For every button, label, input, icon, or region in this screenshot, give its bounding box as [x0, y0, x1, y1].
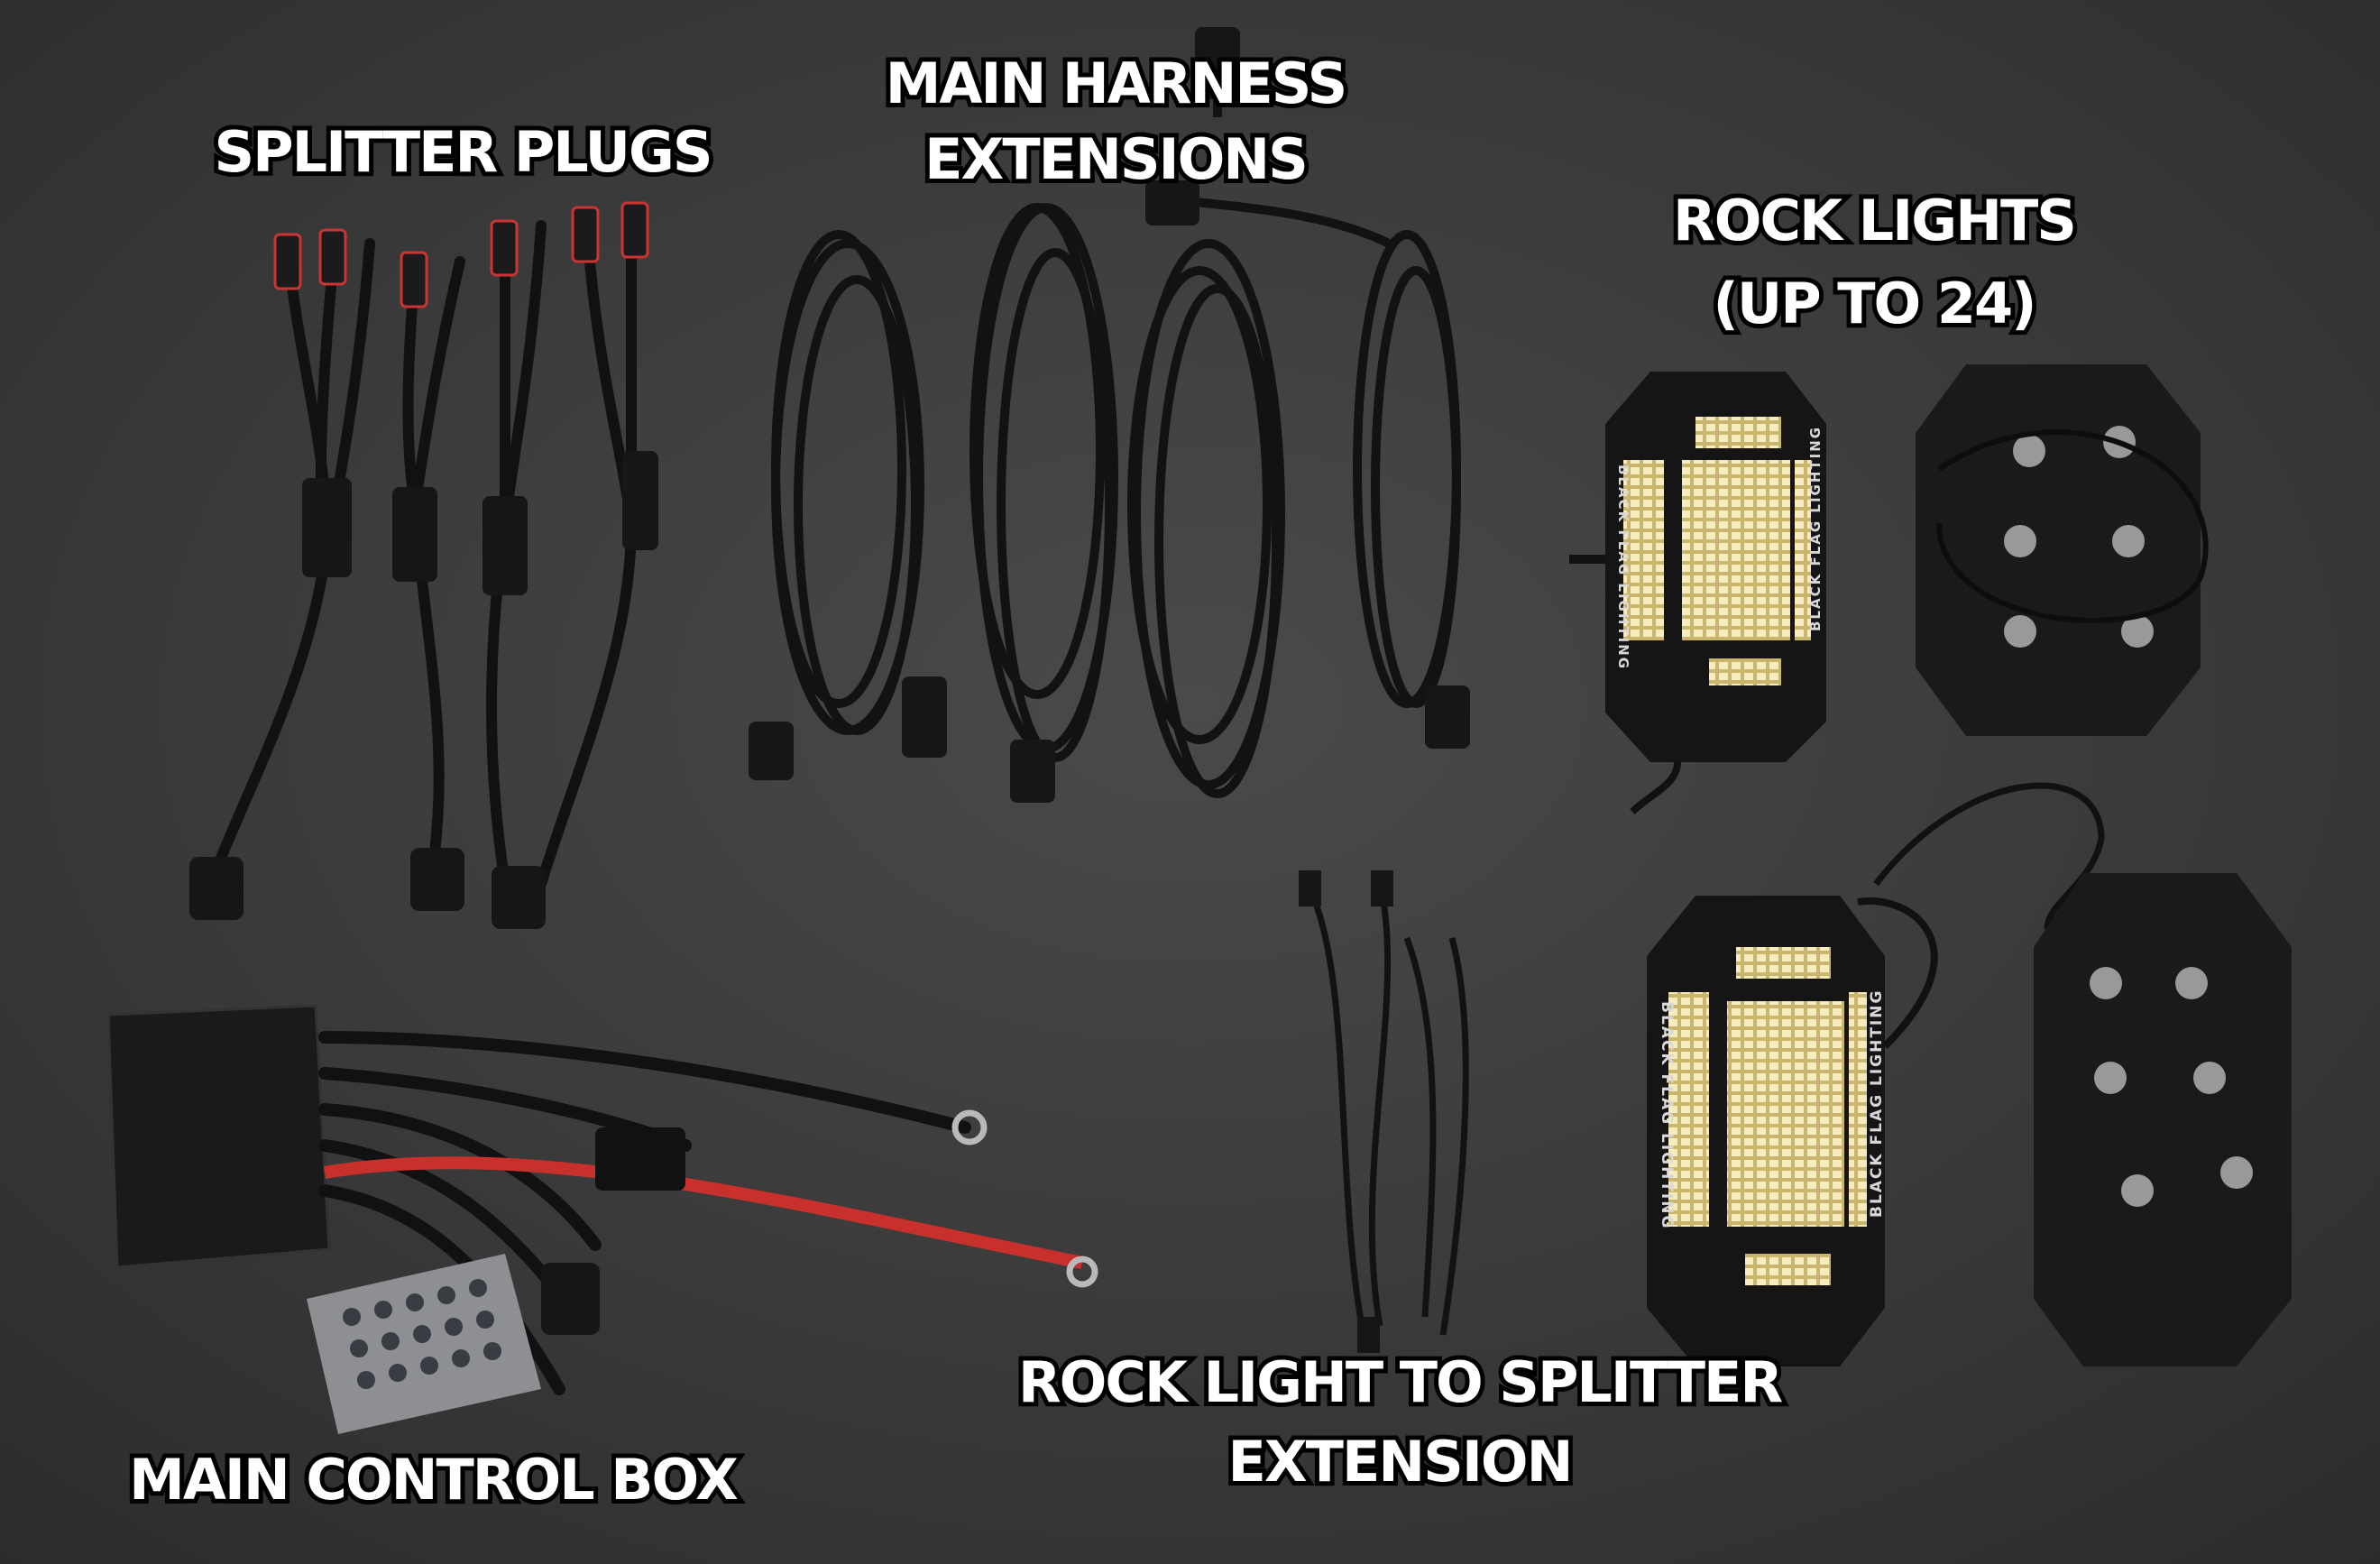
rock-light-back-1	[1916, 364, 2209, 736]
splitter-plugs	[189, 201, 658, 929]
brand-text: BLACK FLAG LIGHTING	[1658, 1001, 1676, 1229]
rock-light-extension	[1299, 870, 1469, 1353]
label-splitter-plugs: SPLITTER PLUGS	[210, 119, 718, 185]
label-text: ROCK LIGHTS	[1668, 188, 2081, 253]
label-rock-lights: ROCK LIGHTS (UP TO 24)	[1668, 188, 2081, 336]
rock-light-front-1: BLACK FLAG LIGHTING BLACK FLAG LIGHTING	[1569, 372, 1826, 814]
rock-light-front-2: BLACK FLAG LIGHTING BLACK FLAG LIGHTING	[1647, 782, 2105, 1366]
label-text: SPLITTER PLUGS	[210, 119, 718, 185]
brand-text: BLACK FLAG LIGHTING	[1868, 989, 1886, 1218]
label-text: MAIN CONTROL BOX	[124, 1447, 743, 1513]
remote-control	[307, 1254, 541, 1434]
brand-text: BLACK FLAG LIGHTING	[1807, 426, 1824, 631]
main-harness-extensions	[749, 27, 1470, 803]
label-text: (UP TO 24)	[1709, 271, 2042, 336]
rock-light-back-2	[2034, 873, 2292, 1366]
label-text: ROCK LIGHT TO SPLITTER	[1014, 1349, 1787, 1415]
label-main-harness-extensions: MAIN HARNESS EXTENSIONS	[881, 51, 1353, 192]
brand-text: BLACK FLAG LIGHTING	[1615, 465, 1631, 670]
label-text: EXTENSIONS	[920, 126, 1313, 192]
label-rock-light-extension: ROCK LIGHT TO SPLITTER EXTENSION	[1014, 1349, 1787, 1495]
label-text: EXTENSION	[1223, 1429, 1577, 1495]
label-main-control-box: MAIN CONTROL BOX	[124, 1447, 743, 1513]
label-text: MAIN HARNESS	[881, 51, 1353, 116]
main-control-box	[106, 1004, 1098, 1395]
